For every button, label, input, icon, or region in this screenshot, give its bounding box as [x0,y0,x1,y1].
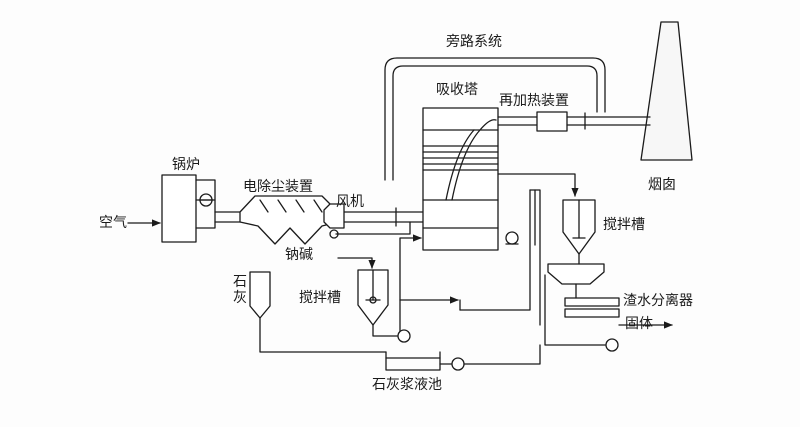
boiler-label: 锅炉 [172,157,200,173]
flue-duct-2 [337,207,424,227]
chimney-label: 烟囱 [648,177,676,193]
absorber-label: 吸收塔 [436,82,478,98]
separator-shape [564,283,620,318]
flue-duct-1 [214,211,241,223]
mixer-right-label: 搅拌槽 [603,217,645,233]
precipitator-shape [239,195,339,245]
separator-label: 渣水分离器 [623,293,693,309]
absorber-to-mixer-line [497,173,579,197]
lime-label: 石灰 [233,274,247,306]
bypass-label: 旁路系统 [446,34,502,50]
absorber-pump [505,231,519,245]
reheater-label: 再加热装置 [499,93,569,109]
recycle-line [459,189,619,352]
mixer-left-pump [372,324,411,343]
chimney-shape [640,21,693,161]
bypass-duct [384,57,606,181]
soda-feed-line [335,221,411,235]
solid-label: 固体 [625,316,653,332]
absorber-tower [422,107,499,251]
fan-shape [323,203,345,239]
slurry-return-line [399,234,459,341]
air-label: 空气 [99,215,127,231]
mixer-left-label: 搅拌槽 [299,290,341,306]
fan-label: 风机 [336,194,364,210]
slurry-pool-shape [385,344,541,371]
soda-label: 钠碱 [285,247,313,263]
lime-silo-shape [249,271,387,353]
mixer-right-shape [562,199,596,255]
thickener-shape [547,253,605,285]
mixer-left-feed [337,257,376,269]
outlet-duct [497,111,651,132]
mixer-left-shape [357,269,389,326]
slurry-pool-label: 石灰浆液池 [372,377,442,393]
precipitator-label: 电除尘装置 [243,179,313,195]
boiler-shape [161,174,216,243]
